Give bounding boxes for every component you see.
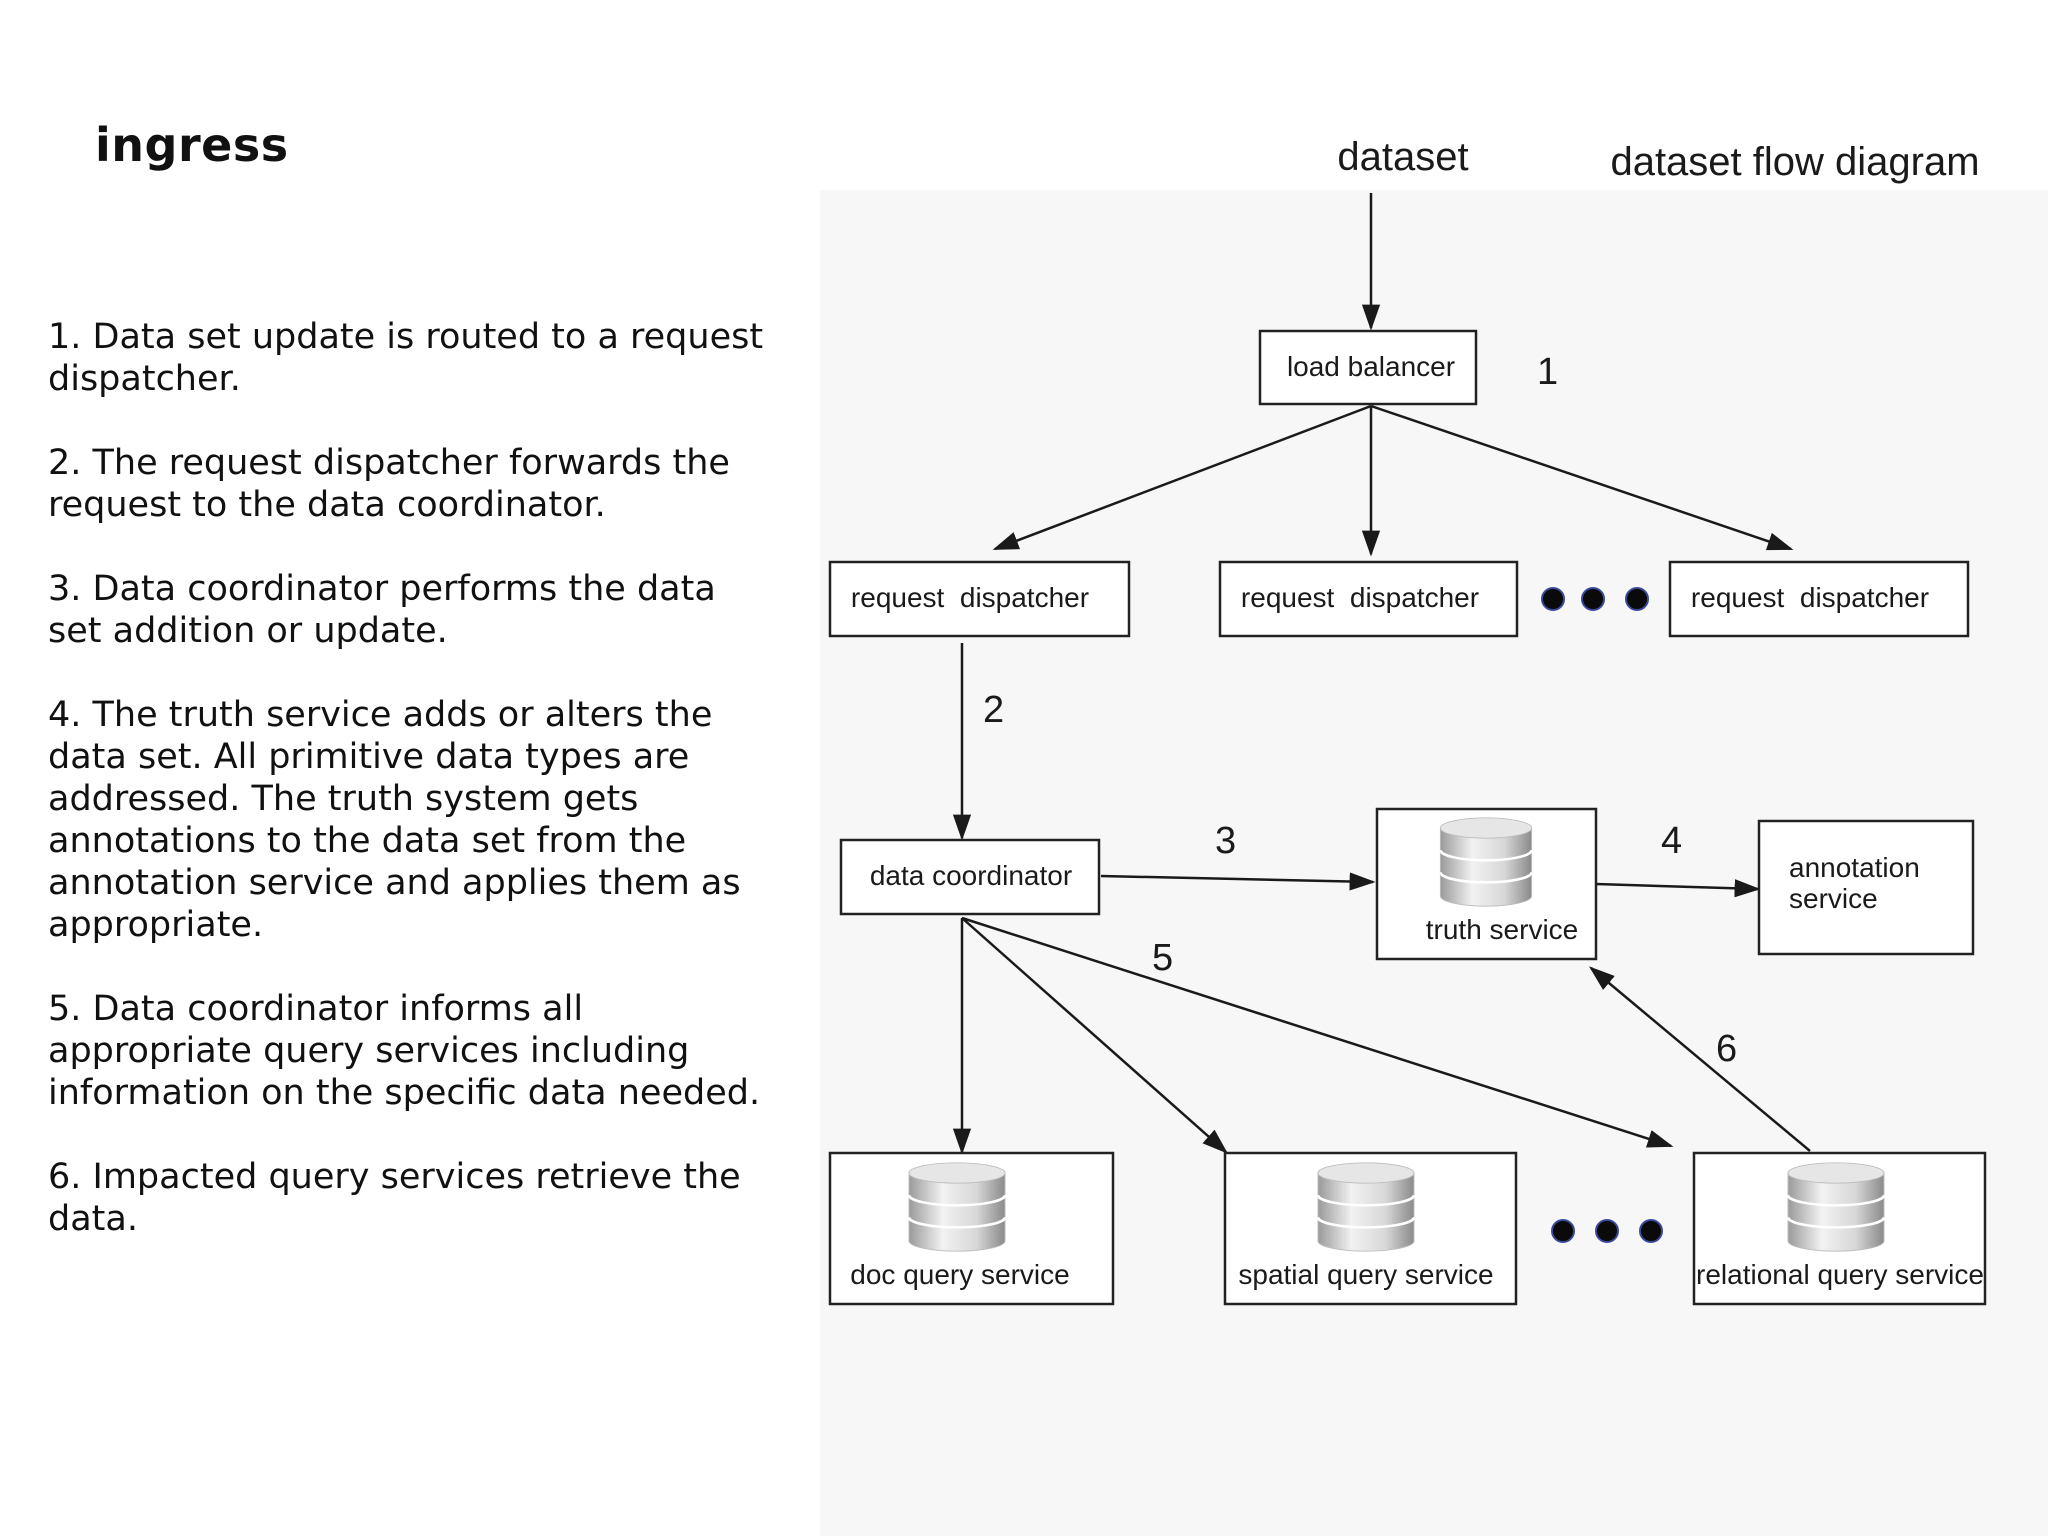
dispatcher-ellipsis bbox=[1541, 587, 1649, 611]
step-1-text: 1. Data set update is routed to a reques… bbox=[48, 317, 764, 399]
truth-service-node: truth service bbox=[1375, 807, 1598, 961]
truth-service-label: truth service bbox=[1426, 914, 1579, 945]
step-marker-3: 3 bbox=[1215, 820, 1236, 862]
edge-coordinator-to-spatial bbox=[961, 917, 1228, 1154]
diagram-edges bbox=[952, 193, 1811, 1155]
step-3-text: 3. Data coordinator performs the data se… bbox=[48, 569, 716, 651]
request-dispatcher-label-1: request dispatcher bbox=[851, 582, 1089, 613]
step-marker-5: 5 bbox=[1152, 937, 1173, 979]
annotation-service-node: annotation service bbox=[1757, 819, 1975, 956]
step-5-text: 5. Data coordinator informs all appropri… bbox=[48, 989, 761, 1113]
load-balancer-label: load balancer bbox=[1287, 351, 1455, 382]
spatial-query-service-label: spatial query service bbox=[1238, 1259, 1493, 1290]
edge-lb-to-dispatcher-3 bbox=[1370, 404, 1794, 551]
request-dispatcher-node-3: request dispatcher bbox=[1668, 560, 1970, 638]
data-coordinator-label: data coordinator bbox=[870, 860, 1072, 891]
diagram-title: dataset flow diagram bbox=[1610, 140, 1979, 184]
step-6-text: 6. Impacted query services retrieve the … bbox=[48, 1157, 741, 1239]
step-markers: 1 2 3 4 5 6 bbox=[983, 351, 1737, 1070]
relational-query-service-label: relational query service bbox=[1696, 1259, 1984, 1290]
step-4-text: 4. The truth service adds or alters the … bbox=[48, 695, 741, 945]
request-dispatcher-node-1: request dispatcher bbox=[828, 560, 1131, 638]
database-icon bbox=[1786, 1161, 1886, 1253]
edge-coordinator-to-relational bbox=[961, 916, 1674, 1148]
doc-query-service-label: doc query service bbox=[850, 1259, 1069, 1290]
edge-truth-to-annotation bbox=[1595, 879, 1761, 898]
step-marker-4: 4 bbox=[1661, 820, 1682, 862]
step-marker-6: 6 bbox=[1716, 1028, 1737, 1070]
step-marker-2: 2 bbox=[983, 689, 1004, 731]
step-2-text: 2. The request dispatcher forwards the r… bbox=[48, 443, 730, 525]
database-icon bbox=[907, 1161, 1007, 1253]
doc-query-service-node: doc query service bbox=[828, 1151, 1115, 1306]
edge-lb-to-dispatcher-1 bbox=[992, 404, 1372, 551]
data-coordinator-node: data coordinator bbox=[839, 838, 1101, 916]
load-balancer-node: load balancer bbox=[1258, 329, 1478, 406]
edge-relational-to-truth bbox=[1589, 966, 1811, 1152]
annotation-service-label-line2: service bbox=[1789, 883, 1878, 914]
step-marker-1: 1 bbox=[1537, 351, 1558, 393]
dataset-source-label: dataset bbox=[1337, 135, 1468, 179]
edge-coordinator-to-truth bbox=[1100, 872, 1376, 891]
database-icon bbox=[1316, 1161, 1416, 1253]
request-dispatcher-label-2: request dispatcher bbox=[1241, 582, 1479, 613]
request-dispatcher-node-2: request dispatcher bbox=[1218, 560, 1519, 638]
slide-title: ingress bbox=[95, 118, 289, 172]
spatial-query-service-node: spatial query service bbox=[1223, 1151, 1518, 1306]
database-icon bbox=[1438, 816, 1534, 908]
relational-query-service-node: relational query service bbox=[1692, 1151, 1987, 1306]
annotation-service-label-line1: annotation bbox=[1789, 852, 1920, 883]
query-service-ellipsis bbox=[1551, 1219, 1663, 1243]
steps-list: 1. Data set update is routed to a reques… bbox=[48, 316, 768, 1282]
request-dispatcher-label-3: request dispatcher bbox=[1691, 582, 1929, 613]
